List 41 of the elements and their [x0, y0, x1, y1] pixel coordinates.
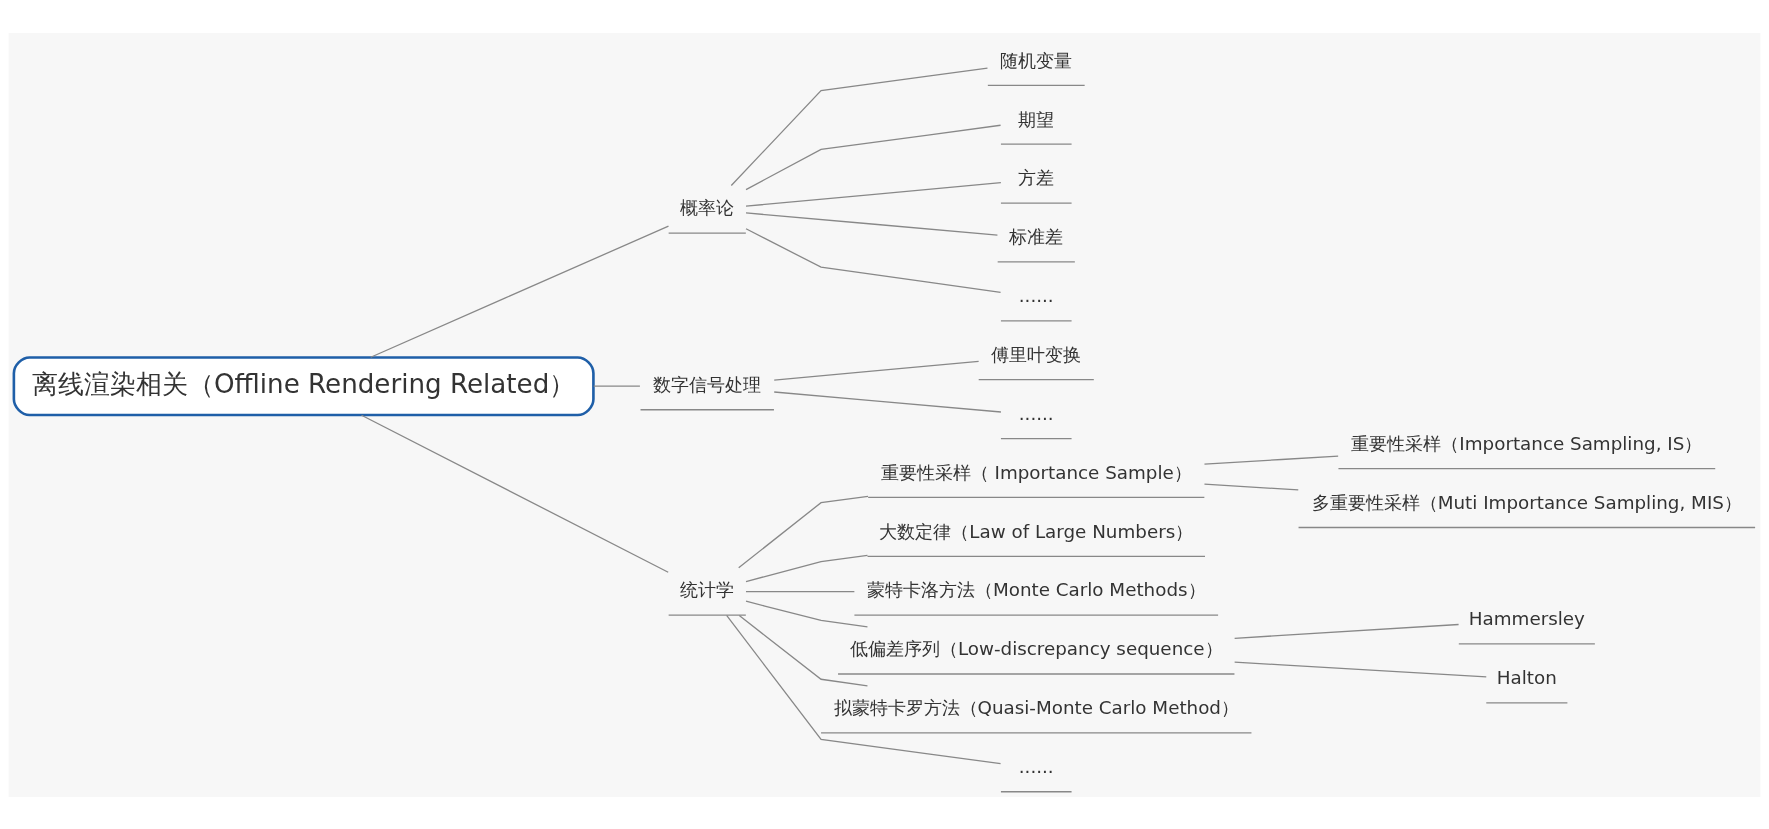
node-text: 拟蒙特卡罗方法（Quasi-Monte Carlo Method）	[833, 696, 1239, 718]
connector	[738, 614, 869, 686]
node-text: 方差	[1018, 166, 1055, 188]
connector	[745, 554, 869, 582]
node-text: ......	[1018, 755, 1054, 777]
node-text: 标准差	[1009, 225, 1064, 247]
connector	[593, 385, 641, 387]
connector	[1233, 660, 1487, 678]
connector	[745, 124, 1002, 190]
node-text: ......	[1018, 284, 1054, 306]
node-text: 数字信号处理	[653, 373, 762, 395]
node-text: 随机变量	[1000, 49, 1073, 71]
connector	[745, 181, 1002, 207]
connector	[745, 590, 856, 592]
connector	[745, 211, 999, 236]
connector	[745, 600, 869, 628]
connector	[360, 414, 669, 573]
node-text: 低偏差序列（Low-discrepancy sequence）	[849, 637, 1223, 659]
node-text: 多重要性采样（Muti Importance Sampling, MIS）	[1311, 491, 1742, 513]
node-text: Halton	[1496, 666, 1557, 688]
node-text: 傅里叶变换	[991, 343, 1082, 365]
connector	[1203, 455, 1339, 465]
node-text: 概率论	[680, 196, 735, 218]
node-text: 期望	[1018, 107, 1055, 129]
node-box: 离线渲染相关（Offline Rendering Related）	[12, 355, 595, 416]
node-text: 统计学	[680, 578, 735, 600]
connector	[738, 495, 869, 568]
node-text: 重要性采样（ Importance Sample）	[880, 461, 1192, 483]
node-text: 大数定律（Law of Large Numbers）	[879, 520, 1194, 542]
connector	[773, 360, 980, 381]
node-text: Hammersley	[1468, 607, 1585, 629]
connector	[730, 67, 989, 186]
connector	[1233, 623, 1460, 639]
connector	[370, 224, 670, 358]
connector	[1203, 483, 1299, 491]
node-text: 蒙特卡洛方法（Monte Carlo Methods）	[866, 578, 1206, 600]
connector	[773, 390, 1002, 413]
node-text: 重要性采样（Importance Sampling, IS）	[1351, 432, 1703, 454]
connector	[725, 614, 1002, 764]
node-text: ......	[1018, 402, 1054, 424]
connector	[745, 227, 1002, 293]
